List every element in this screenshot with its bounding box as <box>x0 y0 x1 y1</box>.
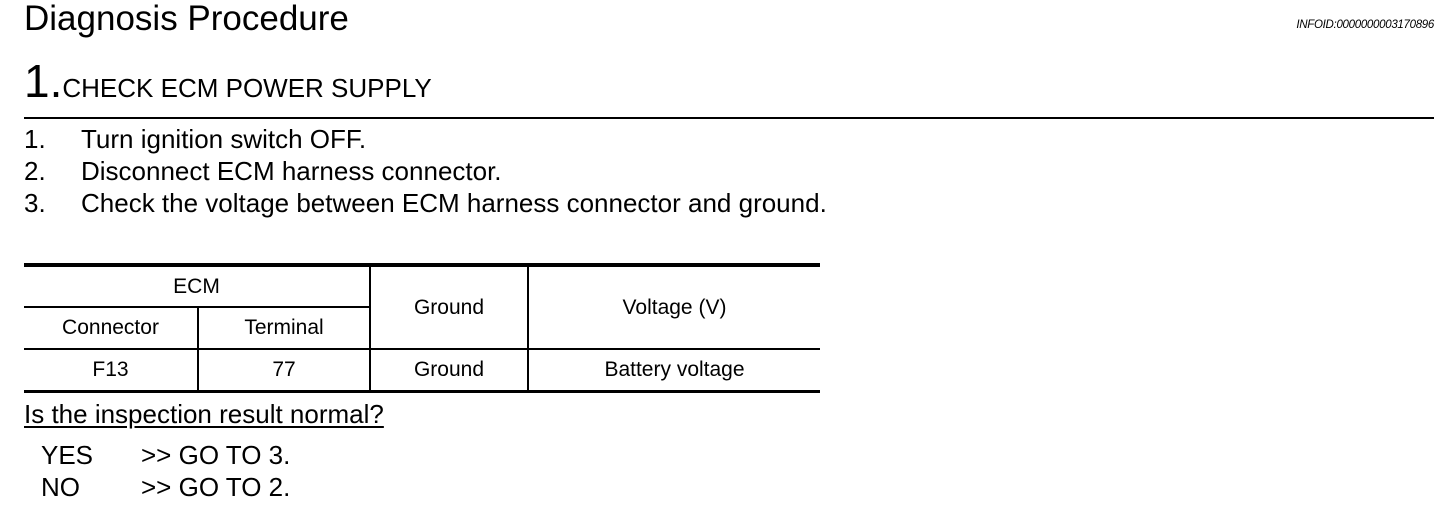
ground-header: Ground <box>369 263 529 350</box>
instruction-number: 1. <box>24 124 46 154</box>
answer-list: YES >> GO TO 3. NO >> GO TO 2. <box>41 439 290 503</box>
connector-cell: F13 <box>24 349 199 393</box>
instruction-list: 1. Turn ignition switch OFF. 2. Disconnect… <box>24 123 827 219</box>
table-subheader-row: Connector Terminal <box>24 307 820 350</box>
ground-cell: Ground <box>369 349 529 393</box>
step-title: CHECK ECM POWER SUPPLY <box>62 73 432 103</box>
voltage-cell: Battery voltage <box>527 349 820 393</box>
instruction-text: Turn ignition switch OFF. <box>81 124 367 154</box>
voltage-spec-table: ECM Ground Voltage (V) Connector Termina… <box>24 263 820 393</box>
instruction-number: 3. <box>24 188 46 218</box>
step-heading: 1.CHECK ECM POWER SUPPLY <box>24 56 432 113</box>
answer-no: NO >> GO TO 2. <box>41 471 290 503</box>
instruction-item: 2. Disconnect ECM harness connector. <box>24 155 827 187</box>
answer-key: YES <box>41 440 94 470</box>
table-row: F13 77 Ground Battery voltage <box>24 349 820 393</box>
instruction-item: 3. Check the voltage between ECM harness … <box>24 187 827 219</box>
voltage-header: Voltage (V) <box>527 263 820 350</box>
connector-header: Connector <box>24 307 199 350</box>
terminal-header: Terminal <box>197 307 371 350</box>
answer-key: NO <box>41 472 80 502</box>
page-title: Diagnosis Procedure <box>24 0 349 38</box>
instruction-text: Check the voltage between ECM harness co… <box>81 188 827 218</box>
answer-action: >> GO TO 2. <box>141 472 291 502</box>
answer-yes: YES >> GO TO 3. <box>41 439 290 471</box>
instruction-text: Disconnect ECM harness connector. <box>81 156 502 186</box>
ecm-group-header: ECM <box>24 263 371 308</box>
terminal-cell: 77 <box>197 349 371 393</box>
inspection-question: Is the inspection result normal? <box>24 399 384 429</box>
section-divider <box>24 117 1434 119</box>
answer-action: >> GO TO 3. <box>141 440 291 470</box>
instruction-item: 1. Turn ignition switch OFF. <box>24 123 827 155</box>
instruction-number: 2. <box>24 156 46 186</box>
table-header-row: ECM Ground Voltage (V) <box>24 263 820 350</box>
step-number: 1. <box>24 55 63 107</box>
info-id: INFOID:0000000003170896 <box>1296 19 1434 31</box>
